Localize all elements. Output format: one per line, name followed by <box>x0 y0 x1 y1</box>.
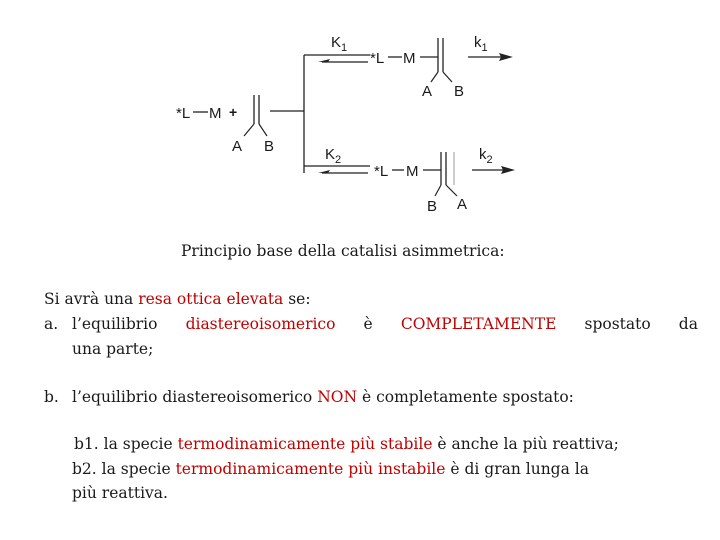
intro-line: Si avrà una resa ottica elevata se: <box>44 290 311 308</box>
condition-a-word: l’equilibrio <box>72 315 158 333</box>
condition-b1-text-after: è anche la più reattiva; <box>432 435 619 453</box>
top-rate-constant: k1 <box>474 34 488 54</box>
condition-a-word: spostato <box>584 315 651 333</box>
condition-b-text-after: è completamente spostato: <box>357 388 574 406</box>
condition-a-highlight-2: COMPLETAMENTE <box>400 315 557 333</box>
condition-a-marker: a. <box>44 315 59 333</box>
condition-b-text-before: l’equilibrio diastereoisomerico <box>72 388 318 406</box>
top-substituent-a: A <box>422 83 432 100</box>
condition-b2-highlight: termodinamicamente più instabile <box>175 460 446 478</box>
intro-text-before: Si avrà una <box>44 290 139 308</box>
bottom-substituent-b-bond <box>434 184 442 197</box>
bottom-substituent-a: A <box>457 196 467 213</box>
bottom-ligand-label: *L <box>374 163 388 180</box>
alkene-substituent-a: A <box>232 138 242 155</box>
bottom-substituent-b: B <box>427 198 437 215</box>
condition-b2-text-after: è di gran lunga la <box>445 460 589 478</box>
condition-b2: b2. la specie termodinamicamente più ins… <box>72 460 589 478</box>
condition-a: a. l’equilibrio diastereoisomerico è COMP… <box>44 315 698 333</box>
reaction-scheme: *L M + A B K1 *L M A B k1 K2 *L M B A k2 <box>176 34 515 215</box>
condition-b1-text-before: b1. la specie <box>74 435 178 453</box>
start-ligand-label: *L <box>176 105 190 122</box>
condition-a-highlight-1: diastereoisomerico <box>185 315 336 333</box>
condition-a-word: da <box>678 315 698 333</box>
condition-b2-continuation: più reattiva. <box>72 484 168 502</box>
bottom-substituent-a-bond <box>445 184 458 197</box>
bottom-metal-label: M <box>406 163 419 180</box>
start-metal-label: M <box>209 105 222 122</box>
top-reverse-arrowhead <box>318 59 330 62</box>
bottom-rate-constant: k2 <box>479 146 493 166</box>
intro-highlight: resa ottica elevata <box>138 290 284 308</box>
top-equilibrium-constant: K1 <box>331 34 347 54</box>
alkene-substituent-b: B <box>264 138 274 155</box>
condition-b1: b1. la specie termodinamicamente più sta… <box>74 435 619 453</box>
top-substituent-a-bond <box>430 71 439 83</box>
top-rate-arrowhead <box>499 53 513 61</box>
condition-b2-text-before: b2. la specie <box>72 460 176 478</box>
alkene-substituent-a-bond <box>243 123 255 137</box>
top-ligand-label: *L <box>370 50 384 67</box>
scheme-caption: Principio base della catalisi asimmetric… <box>181 242 505 260</box>
bottom-reverse-arrowhead <box>318 170 330 173</box>
condition-b: b. l’equilibrio diastereoisomerico NON è … <box>44 388 574 406</box>
bottom-rate-arrowhead <box>501 166 515 174</box>
condition-b-marker: b. <box>44 388 59 406</box>
top-substituent-b-bond <box>442 71 453 83</box>
alkene-substituent-b-bond <box>258 123 268 137</box>
plus-sign: + <box>229 104 237 120</box>
bottom-equilibrium-constant: K2 <box>325 146 341 166</box>
top-metal-label: M <box>403 50 416 67</box>
condition-a-word: è <box>363 315 373 333</box>
intro-text-after: se: <box>283 290 311 308</box>
condition-a-text: l’equilibrio diastereoisomerico è COMPLE… <box>72 315 698 333</box>
top-substituent-b: B <box>454 83 464 100</box>
condition-b-highlight: NON <box>317 388 358 406</box>
condition-b1-highlight: termodinamicamente più stabile <box>177 435 433 453</box>
condition-a-continuation: una parte; <box>72 340 154 358</box>
